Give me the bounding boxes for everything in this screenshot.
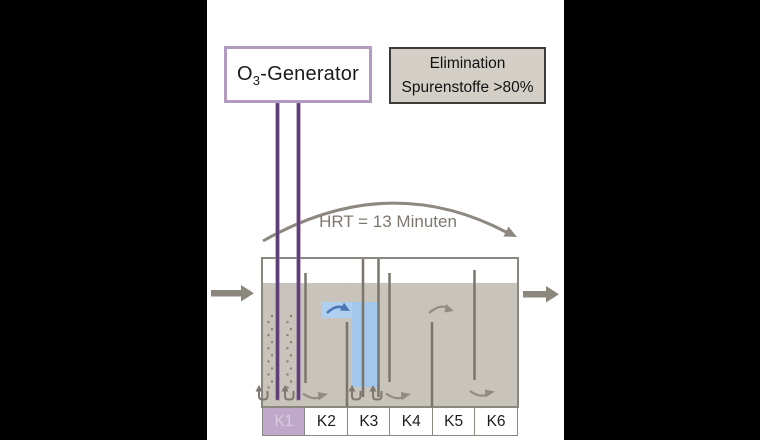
ozone-pipe-2	[296, 102, 301, 401]
inflow-arrow-icon	[211, 285, 254, 302]
flow-direction-arrowheads	[318, 304, 495, 401]
info-line-2: Spurenstoffe >80%	[401, 78, 534, 96]
chamber-label-row: K1 K2 K3 K4 K5 K6	[262, 407, 519, 436]
chamber-cell-k1: K1	[262, 407, 306, 436]
elimination-info-box: Elimination Spurenstoffe >80%	[389, 47, 546, 104]
ozone-generator-box: O3-Generator	[224, 46, 372, 103]
blue-downcomer-column	[352, 302, 378, 387]
uplift-hook-arrows	[258, 391, 383, 401]
hrt-arc-arrow-icon	[262, 201, 517, 243]
outflow-arrow-icon	[523, 286, 559, 303]
chamber-cell-k4: K4	[389, 407, 434, 436]
ozone-pipe-1	[275, 102, 280, 401]
chamber-cell-k2: K2	[304, 407, 349, 436]
blue-flow-arrow-icon	[326, 302, 350, 314]
uplift-arrowheads	[255, 385, 377, 392]
chamber-cell-k3: K3	[346, 407, 391, 436]
chamber-cell-k6: K6	[474, 407, 519, 436]
hrt-label: HRT = 13 Minuten	[319, 212, 457, 231]
chamber-cell-k5: K5	[431, 407, 476, 436]
info-line-1: Elimination	[429, 55, 506, 73]
generator-label: O3-Generator	[237, 63, 359, 88]
